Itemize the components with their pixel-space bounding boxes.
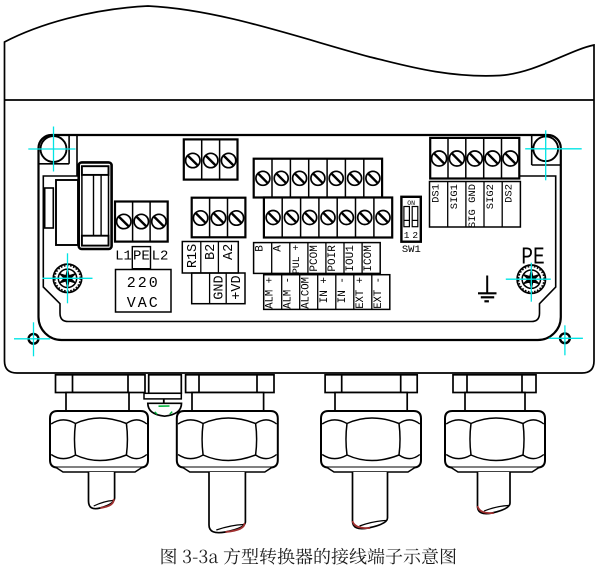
svg-text:ALM -: ALM -: [283, 277, 295, 309]
svg-text:1: 1: [404, 230, 410, 241]
svg-text:L1: L1: [115, 249, 132, 265]
svg-text:ALCOM: ALCOM: [301, 277, 313, 309]
svg-text:220: 220: [127, 275, 160, 292]
svg-text:GND: GND: [213, 275, 228, 299]
svg-text:+VD: +VD: [230, 275, 245, 299]
svg-text:SIG GND: SIG GND: [467, 184, 479, 228]
svg-text:ALM +: ALM +: [265, 277, 277, 309]
svg-text:PE: PE: [133, 249, 150, 265]
svg-text:A2: A2: [222, 244, 237, 260]
svg-text:DS2: DS2: [503, 184, 515, 203]
svg-text:IN -: IN -: [337, 277, 349, 303]
svg-text:IOU1: IOU1: [345, 245, 357, 272]
svg-text:PUL +: PUL +: [291, 244, 302, 274]
svg-text:A: A: [273, 245, 285, 252]
svg-text:SIG2: SIG2: [485, 184, 497, 209]
svg-text:2: 2: [412, 230, 418, 241]
svg-text:DS1: DS1: [431, 184, 443, 203]
svg-text:B: B: [255, 245, 267, 252]
svg-text:POIR: POIR: [327, 245, 339, 272]
svg-text:SW1: SW1: [402, 244, 421, 256]
svg-text:PCOM: PCOM: [309, 245, 321, 271]
svg-text:B2: B2: [204, 244, 219, 260]
svg-text:R1S: R1S: [186, 244, 201, 268]
svg-text:VAC: VAC: [127, 295, 160, 312]
svg-text:ICOM: ICOM: [363, 245, 375, 271]
svg-text:EXT +: EXT +: [355, 277, 367, 309]
svg-text:PE: PE: [521, 245, 545, 272]
svg-text:IN +: IN +: [319, 277, 331, 303]
svg-text:EXT -: EXT -: [373, 277, 385, 309]
svg-text:L2: L2: [152, 249, 169, 265]
svg-text:SIG1: SIG1: [449, 184, 461, 209]
svg-text:ON: ON: [407, 200, 415, 207]
